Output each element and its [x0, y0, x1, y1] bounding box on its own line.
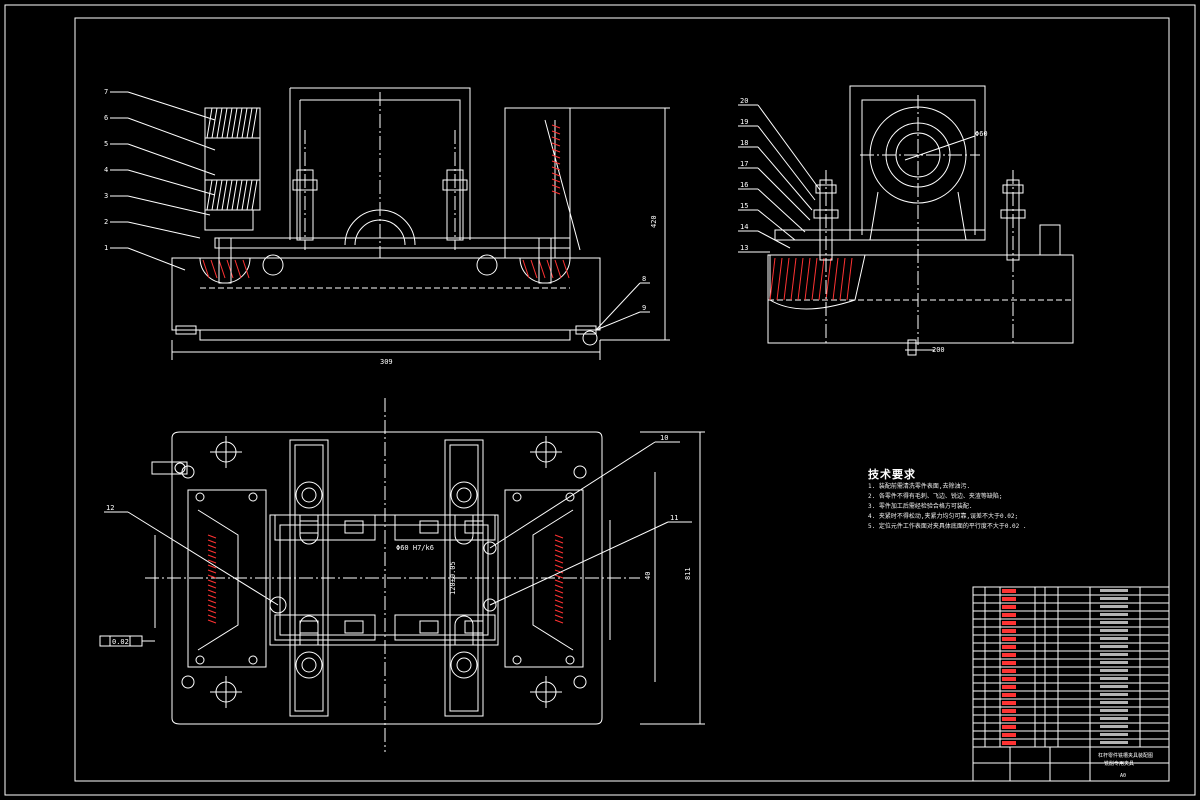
technical-note-4: 4. 夹紧时不得松动,夹紧力均匀可靠,误差不大于0.02;	[868, 513, 1019, 520]
front-leader-label-5: 5	[104, 140, 108, 148]
plan-height-dimension: 811	[684, 567, 692, 580]
front-leader-label-8: 8	[642, 275, 646, 283]
title-block	[972, 586, 1170, 782]
side-bore-dimension: Φ60	[975, 130, 988, 138]
side-leader-label-17: 17	[740, 160, 748, 168]
side-bottom-dimension-label: 200	[932, 346, 945, 354]
plan-leader-label-11: 11	[670, 514, 678, 522]
plan-flatness-tolerance: 0.02	[112, 638, 129, 646]
technical-note-1: 1. 装配前需清洗零件表面,去除油污.	[868, 483, 971, 490]
plan-leader-label-10: 10	[660, 434, 668, 442]
side-leader-label-19: 19	[740, 118, 748, 126]
plan-inner-dimension: 40	[644, 572, 652, 580]
title-block-drawing-title: 杠杆零件铣槽夹具装配图	[1098, 752, 1153, 759]
front-height-dimension: 420	[650, 215, 658, 228]
technical-note-3: 3. 零件加工后需经检验合格方可装配.	[868, 503, 973, 510]
technical-requirements: 技术要求 1. 装配前需清洗零件表面,去除油污. 2. 各零件不得有毛刺、飞边、…	[868, 466, 1027, 532]
side-leader-label-20: 20	[740, 97, 748, 105]
front-leader-label-6: 6	[104, 114, 108, 122]
plan-center-x-dimension: Φ60 H7/k6	[396, 544, 434, 552]
title-block-sheet-size: A0	[1120, 773, 1126, 779]
drawing-frame	[4, 4, 1196, 796]
side-view	[738, 85, 1074, 356]
plan-view	[99, 398, 705, 752]
technical-note-2: 2. 各零件不得有毛刺、飞边、锐边、夹渣等缺陷;	[868, 493, 1003, 500]
front-leader-label-4: 4	[104, 166, 108, 174]
front-leader-label-9: 9	[642, 304, 646, 312]
side-leader-label-13: 13	[740, 244, 748, 252]
front-leader-label-7: 7	[104, 88, 108, 96]
plan-center-y-dimension: 120±0.05	[449, 561, 457, 595]
plan-leader-label-12: 12	[106, 504, 114, 512]
title-block-subtitle: 铣削专用夹具	[1104, 760, 1134, 767]
side-leader-label-16: 16	[740, 181, 748, 189]
front-leader-label-3: 3	[104, 192, 108, 200]
side-leader-label-14: 14	[740, 223, 748, 231]
technical-note-5: 5. 定位元件工作表面对夹具体底面的平行度不大于0.02 .	[868, 523, 1027, 530]
front-leader-label-1: 1	[104, 244, 108, 252]
front-leader-label-2: 2	[104, 218, 108, 226]
side-leader-label-18: 18	[740, 139, 748, 147]
technical-requirements-title: 技术要求	[868, 468, 916, 481]
front-width-dimension: 309	[380, 358, 393, 366]
front-view	[110, 87, 670, 360]
side-leader-label-15: 15	[740, 202, 748, 210]
